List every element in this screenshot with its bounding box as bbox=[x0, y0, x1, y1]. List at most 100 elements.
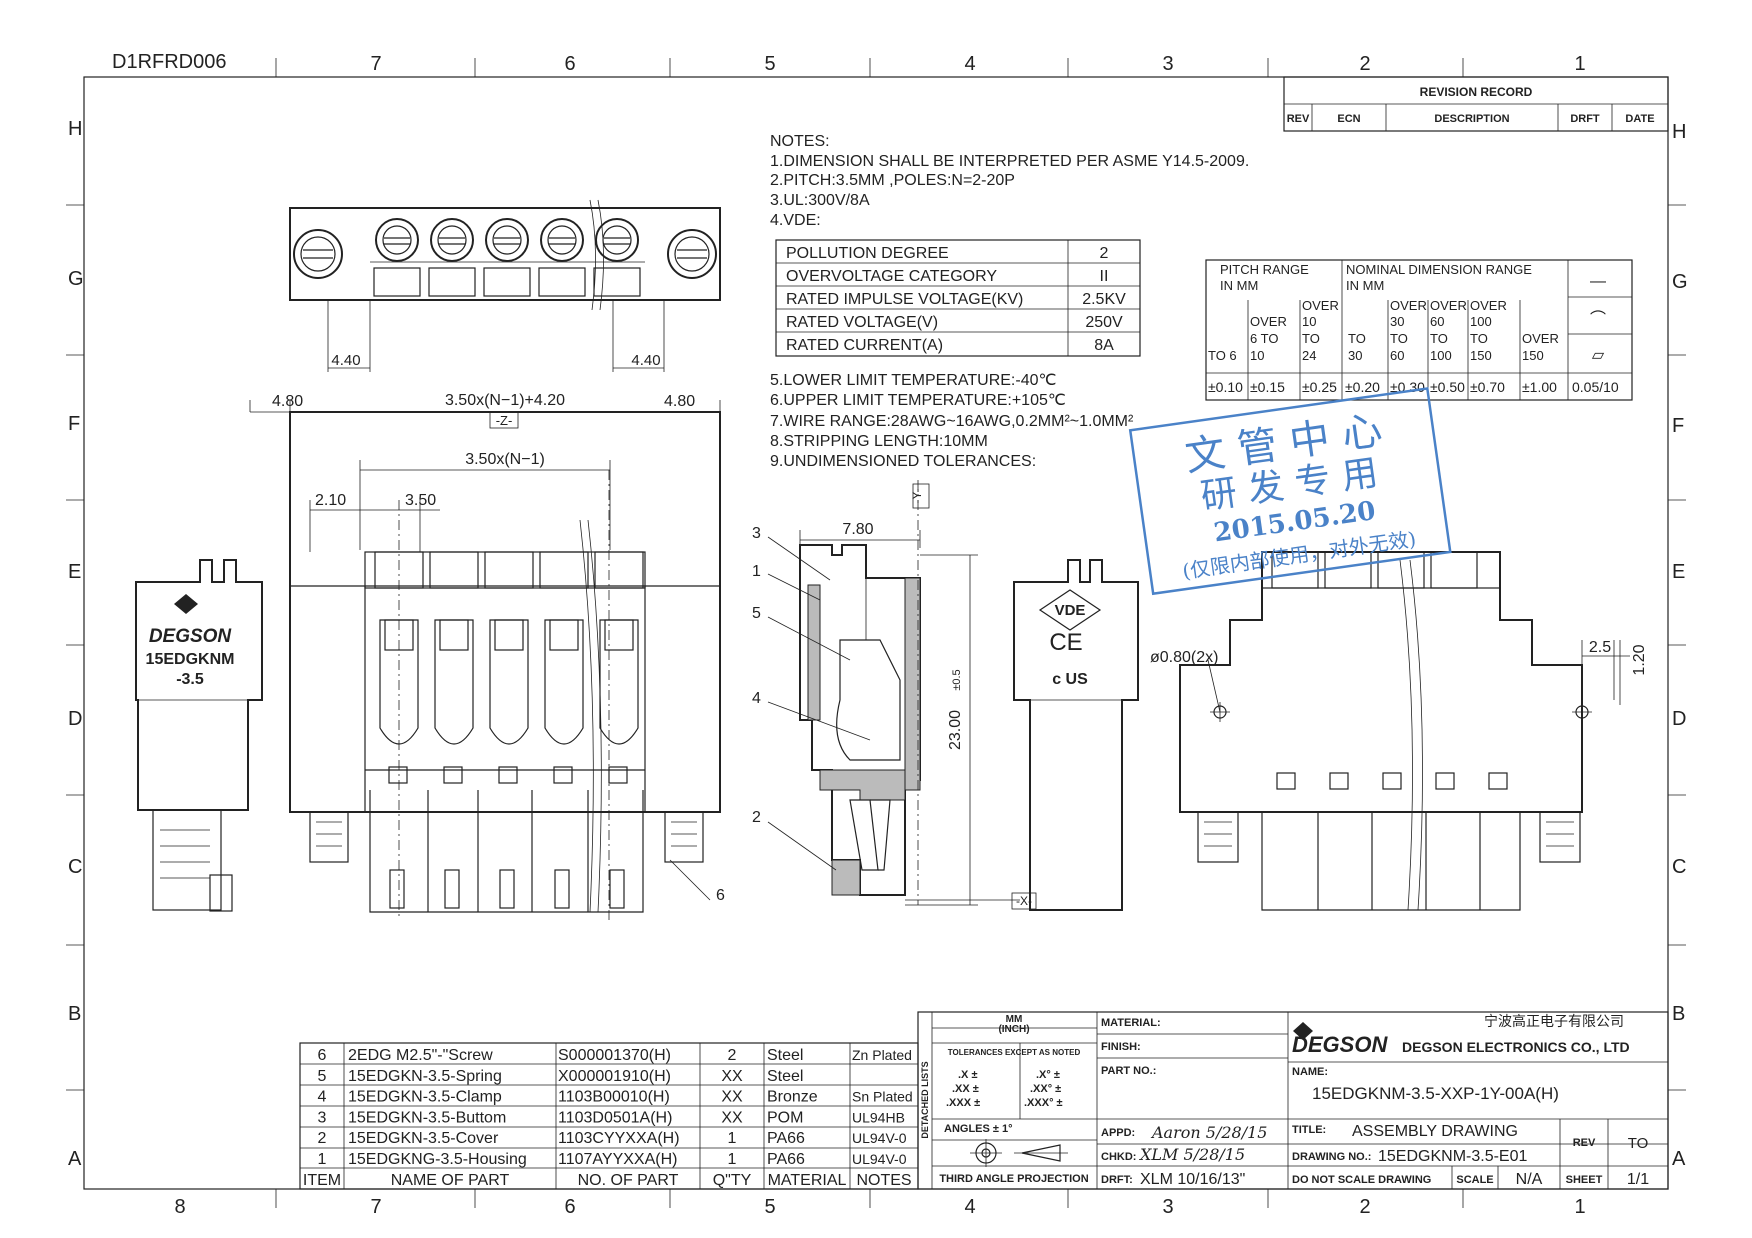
back-view-windows bbox=[1276, 772, 1508, 790]
tol-value-4: ±0.20 bbox=[1345, 379, 1380, 395]
front-view bbox=[249, 400, 721, 920]
tol-range-5a: OVER bbox=[1390, 298, 1427, 313]
tol-range-3b: 10 bbox=[1302, 314, 1316, 329]
bom-item-6: 1 bbox=[318, 1151, 327, 1168]
bom-material-2: Steel bbox=[767, 1068, 803, 1085]
vde-row-3-value: 2.5KV bbox=[1082, 291, 1126, 308]
bom-notes-1: Zn Plated bbox=[852, 1047, 912, 1063]
bom-part-no-1: S000001370(H) bbox=[558, 1047, 671, 1064]
zone-rrow-e: E bbox=[1672, 561, 1685, 583]
tol-value-8: ±1.00 bbox=[1522, 379, 1557, 395]
tb-projection: THIRD ANGLE PROJECTION bbox=[939, 1173, 1088, 1185]
vde-table: POLLUTION DEGREE 2 OVERVOLTAGE CATEGORY … bbox=[775, 239, 1141, 357]
tol-range-3c: TO bbox=[1302, 331, 1320, 346]
tb-units: MM bbox=[1006, 1014, 1023, 1025]
tol-range-4b: 30 bbox=[1348, 348, 1362, 363]
bom-item-4: 3 bbox=[318, 1109, 327, 1126]
tol-range-2b: 6 TO bbox=[1250, 331, 1278, 346]
zone-col-2: 2 bbox=[1359, 53, 1370, 75]
bom-material-4: POM bbox=[767, 1109, 803, 1126]
zone-bcol-8: 8 bbox=[174, 1196, 185, 1218]
tb-chkd-label: CHKD: bbox=[1101, 1151, 1136, 1163]
notes-heading: NOTES: bbox=[770, 133, 830, 150]
bom-header-qty: Q"TY bbox=[713, 1172, 752, 1189]
tol-range-6b: 60 bbox=[1430, 314, 1444, 329]
tol-range-7b: 100 bbox=[1470, 314, 1492, 329]
dim-23-00: 23.00 bbox=[947, 710, 964, 750]
balloon-item-2: 2 bbox=[752, 809, 761, 826]
bom-name-2: 15EDGKN-3.5-Spring bbox=[348, 1068, 502, 1085]
dim-2-5: 2.5 bbox=[1589, 639, 1611, 656]
tol-symbol-profile: ⌒ bbox=[1590, 310, 1606, 328]
tol-range-4a: TO bbox=[1348, 331, 1366, 346]
zone-row-e: E bbox=[68, 561, 81, 583]
bom-material-5: PA66 bbox=[767, 1130, 805, 1147]
tol-range-2a: OVER bbox=[1250, 314, 1287, 329]
tol-value-9: 0.05/10 bbox=[1572, 379, 1619, 395]
zone-col-4: 4 bbox=[964, 53, 975, 75]
mark-vde: VDE bbox=[1055, 602, 1086, 619]
note-1: 1.DIMENSION SHALL BE INTERPRETED PER ASM… bbox=[770, 153, 1249, 170]
mark-ul: c US bbox=[1052, 671, 1088, 688]
zone-rrow-a: A bbox=[1672, 1148, 1686, 1170]
tol-range-1: TO 6 bbox=[1208, 348, 1237, 363]
bom-name-6: 15EDGKNG-3.5-Housing bbox=[348, 1151, 527, 1168]
bom-notes-6: UL94V-0 bbox=[852, 1151, 907, 1167]
zone-rrow-b: B bbox=[1672, 1003, 1685, 1025]
bom-qty-4: XX bbox=[721, 1109, 743, 1126]
dim-pitch-total: 3.50x(N−1) bbox=[465, 451, 545, 468]
tol-range-8a: OVER bbox=[1522, 331, 1559, 346]
tol-range-8b: 150 bbox=[1522, 348, 1544, 363]
tol-range-7a: OVER bbox=[1470, 298, 1507, 313]
tb-appd-value: Aaron 5/28/15 bbox=[1150, 1123, 1267, 1142]
dim-1-20: 1.20 bbox=[1631, 644, 1648, 675]
tol-range-6d: 100 bbox=[1430, 348, 1452, 363]
vde-row-3-label: RATED IMPULSE VOLTAGE(KV) bbox=[786, 291, 1023, 308]
vde-mark-icon bbox=[1038, 589, 1102, 631]
tb-material-label: MATERIAL: bbox=[1101, 1017, 1161, 1029]
zone-col-7: 7 bbox=[370, 53, 381, 75]
zone-row-b: B bbox=[68, 1003, 81, 1025]
tb-part-no-label: PART NO.: bbox=[1101, 1065, 1156, 1077]
tolerance-table: PITCH RANGE IN MM NOMINAL DIMENSION RANG… bbox=[1205, 259, 1633, 401]
bom-notes-4: UL94HB bbox=[852, 1109, 905, 1125]
tb-tol-xxx-angle: .XXX° ± bbox=[1024, 1097, 1063, 1109]
balloon-item-5: 5 bbox=[752, 605, 761, 622]
bom-qty-3: XX bbox=[721, 1089, 743, 1106]
notes: NOTES: 1.DIMENSION SHALL BE INTERPRETED … bbox=[770, 133, 1249, 470]
bom-name-5: 15EDGKN-3.5-Cover bbox=[348, 1130, 499, 1147]
tol-pitch-range-1: PITCH RANGE bbox=[1220, 262, 1309, 277]
title-block bbox=[917, 1011, 1669, 1190]
note-8: 8.STRIPPING LENGTH:10MM bbox=[770, 433, 988, 450]
datum-y: -Y- bbox=[910, 489, 924, 504]
note-7: 7.WIRE RANGE:28AWG~16AWG,0.2MM²~1.0MM² bbox=[770, 413, 1134, 430]
tol-value-2: ±0.15 bbox=[1250, 379, 1285, 395]
tb-company-en: DEGSON ELECTRONICS CO., LTD bbox=[1402, 1039, 1630, 1055]
note-6: 6.UPPER LIMIT TEMPERATURE:+105℃ bbox=[770, 392, 1066, 409]
tb-tol-xx-angle: .XX° ± bbox=[1030, 1083, 1061, 1095]
bom-material-3: Bronze bbox=[767, 1089, 818, 1106]
degson-logo-icon bbox=[1293, 1022, 1313, 1040]
dim-2-10: 2.10 bbox=[315, 492, 346, 509]
tb-units-inch: (INCH) bbox=[998, 1024, 1029, 1035]
tb-name-value: 15EDGKNM-3.5-XXP-1Y-00A(H) bbox=[1312, 1084, 1559, 1103]
tb-drft-label: DRFT: bbox=[1101, 1174, 1133, 1186]
zone-row-a: A bbox=[68, 1148, 82, 1170]
zone-bcol-2: 2 bbox=[1359, 1196, 1370, 1218]
zone-rrow-g: G bbox=[1672, 271, 1688, 293]
note-3: 3.UL:300V/8A bbox=[770, 192, 870, 209]
tol-range-7d: 150 bbox=[1470, 348, 1492, 363]
vde-row-4-label: RATED VOLTAGE(V) bbox=[786, 314, 938, 331]
label-pitch: -3.5 bbox=[176, 671, 204, 688]
bom-name-1: 2EDG M2.5"-"Screw bbox=[348, 1047, 493, 1064]
bom-name-3: 15EDGKN-3.5-Clamp bbox=[348, 1089, 502, 1106]
tb-rev-label: REV bbox=[1573, 1137, 1596, 1149]
tb-rev-value: TO bbox=[1628, 1135, 1649, 1152]
tol-range-3d: 24 bbox=[1302, 348, 1316, 363]
zone-rrow-d: D bbox=[1672, 708, 1686, 730]
bom-material-1: Steel bbox=[767, 1047, 803, 1064]
vde-row-5-value: 8A bbox=[1094, 337, 1114, 354]
tb-tol-xxx: .XXX ± bbox=[946, 1097, 980, 1109]
tb-finish-label: FINISH: bbox=[1101, 1041, 1141, 1053]
dim-23-00-tolerance: ±0.5 bbox=[951, 669, 963, 690]
